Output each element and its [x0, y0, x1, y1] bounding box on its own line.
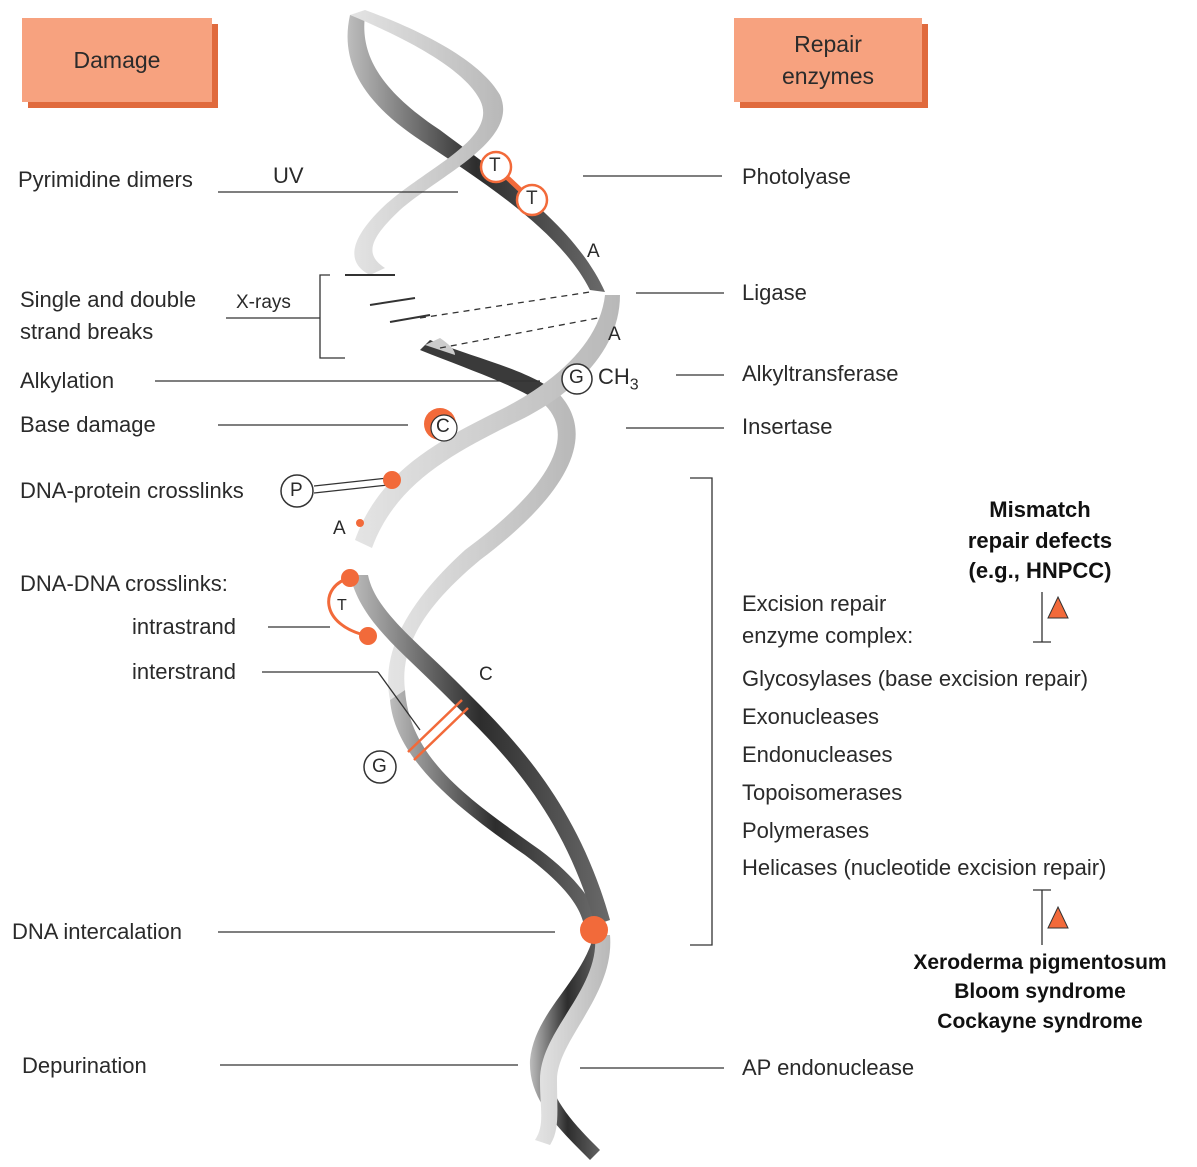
- guanine-letter-inter: G: [372, 756, 387, 778]
- adenine-letter-1: A: [587, 241, 600, 263]
- excision-repair-label-line1: Excision repair: [742, 591, 886, 617]
- thymine-letter-2: T: [526, 188, 538, 210]
- enzyme-glycosylases: Glycosylases (base excision repair): [742, 666, 1088, 692]
- strand-break-marks: [345, 275, 598, 348]
- methyl-subscript: 3: [630, 376, 639, 393]
- dna-dna-crosslinks-label: DNA-DNA crosslinks:: [20, 571, 228, 597]
- depurination-label: Depurination: [22, 1053, 147, 1079]
- intercalation-dot: [580, 916, 608, 944]
- dna-intercalation-label: DNA intercalation: [12, 919, 182, 945]
- xrays-label: X-rays: [236, 292, 291, 314]
- ligase-label: Ligase: [742, 280, 807, 306]
- cytosine-letter-damaged: C: [436, 416, 450, 438]
- dna-protein-crosslinks-label: DNA-protein crosslinks: [20, 478, 244, 504]
- uv-label: UV: [273, 163, 304, 189]
- mismatch-inhibition-marker: [1033, 592, 1068, 642]
- photolyase-label: Photolyase: [742, 164, 851, 190]
- enzyme-topoisomerases: Topoisomerases: [742, 780, 902, 806]
- mismatch-defect-line3: (e.g., HNPCC): [930, 558, 1150, 584]
- strand-breaks-bracket: [320, 275, 345, 358]
- syndrome-bloom: Bloom syndrome: [880, 980, 1197, 1004]
- protein-letter: P: [290, 480, 303, 502]
- adenine-letter-2: A: [608, 324, 621, 346]
- methyl-group-label: CH3: [598, 364, 639, 394]
- excision-repair-label-line2: enzyme complex:: [742, 623, 913, 649]
- enzyme-endonucleases: Endonucleases: [742, 742, 892, 768]
- helicase-inhibition-marker: [1033, 890, 1068, 945]
- methyl-text: CH: [598, 364, 630, 389]
- warning-triangle-icon: [1048, 597, 1068, 618]
- alkylation-label: Alkylation: [20, 368, 114, 394]
- intrastrand-label: intrastrand: [132, 614, 236, 640]
- pyrimidine-dimers-label: Pyrimidine dimers: [18, 167, 193, 193]
- warning-triangle-icon: [1048, 907, 1068, 928]
- syndrome-xeroderma: Xeroderma pigmentosum: [880, 951, 1197, 975]
- adenine-dot: [356, 519, 364, 527]
- strand-breaks-label-line2: strand breaks: [20, 319, 153, 345]
- cytosine-letter-inter: C: [479, 664, 493, 686]
- syndrome-cockayne: Cockayne syndrome: [880, 1010, 1197, 1034]
- enzyme-polymerases: Polymerases: [742, 818, 869, 844]
- strand-breaks-label-line1: Single and double: [20, 287, 196, 313]
- mismatch-defect-line1: Mismatch: [930, 497, 1150, 523]
- alkyltransferase-label: Alkyltransferase: [742, 361, 899, 387]
- enzyme-exonucleases: Exonucleases: [742, 704, 879, 730]
- thymine-letter-1: T: [489, 155, 501, 177]
- helix-strand-a: [348, 15, 605, 1160]
- mismatch-defect-line2: repair defects: [930, 528, 1150, 554]
- guanine-letter-alkyl: G: [569, 367, 584, 389]
- adenine-letter-3: A: [333, 518, 346, 540]
- insertase-label: Insertase: [742, 414, 833, 440]
- thymine-letter-intra: T: [337, 597, 347, 615]
- crosslink-dot: [383, 471, 401, 489]
- interstrand-label: interstrand: [132, 659, 236, 685]
- excision-bracket: [690, 478, 712, 945]
- enzyme-helicases: Helicases (nucleotide excision repair): [742, 855, 1106, 881]
- base-damage-label: Base damage: [20, 412, 156, 438]
- ap-endonuclease-label: AP endonuclease: [742, 1055, 914, 1081]
